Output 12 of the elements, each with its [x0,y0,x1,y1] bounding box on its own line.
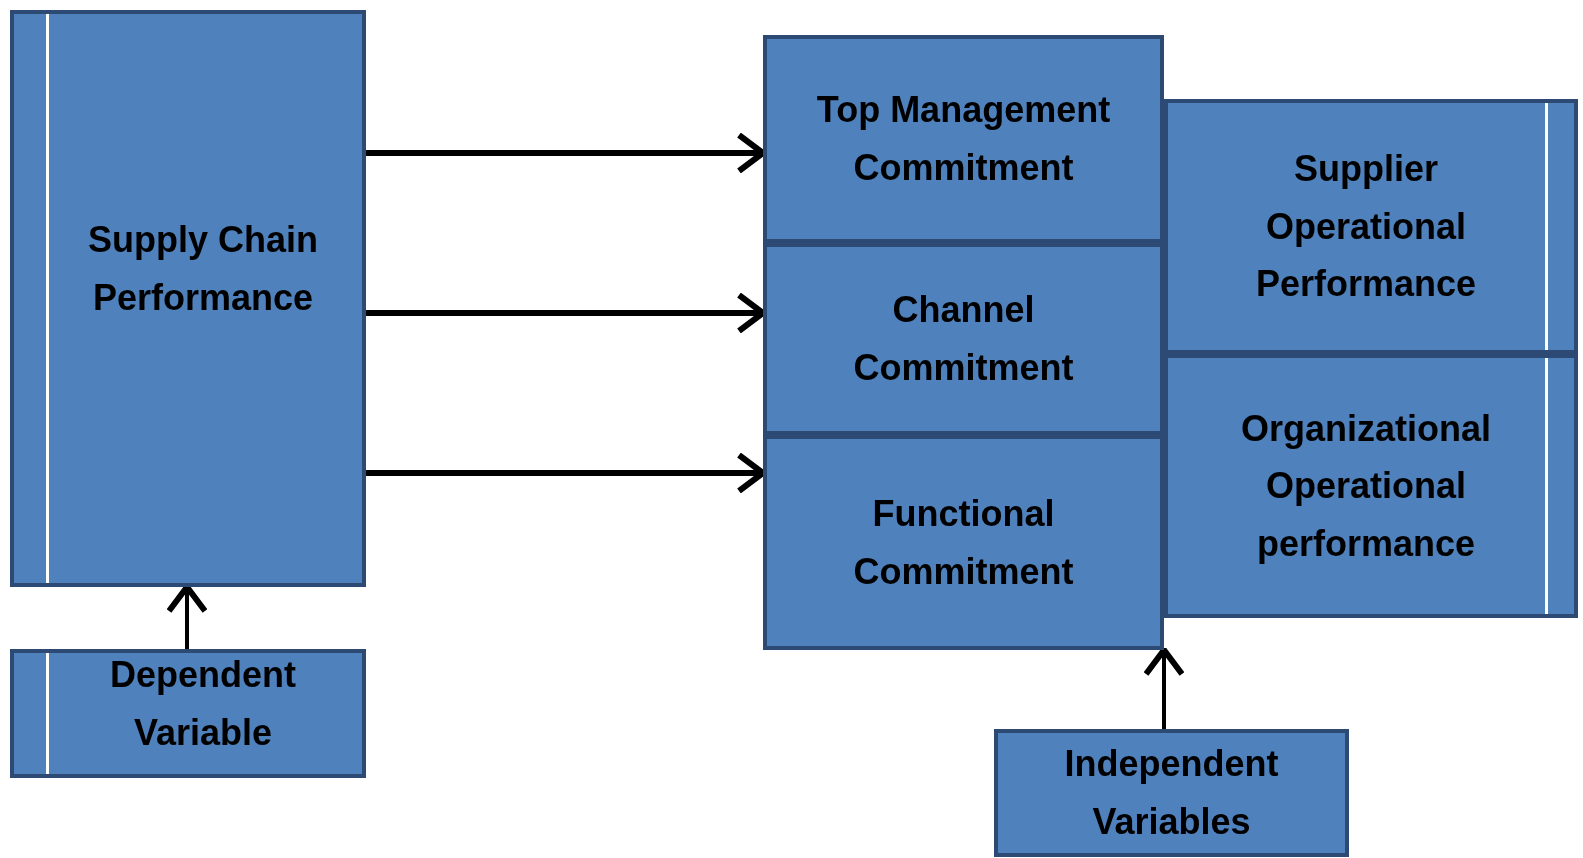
box-label: Functional Commitment [852,491,1075,594]
variable-box [10,10,366,587]
box-label: Channel Commitment [852,288,1075,390]
box-label: Independent Variables [1063,742,1280,844]
box-label: Supplier Operational Performance [1254,147,1478,307]
variable-box [994,729,1349,857]
arrow [1143,647,1185,729]
box-label: Organizational Operational performance [1240,406,1492,566]
box-label: Supply Chain Performance [87,217,319,320]
box-label: Dependent Variable [109,652,297,755]
box-label: Top Management Commitment [815,88,1112,190]
variable-box [10,649,366,778]
